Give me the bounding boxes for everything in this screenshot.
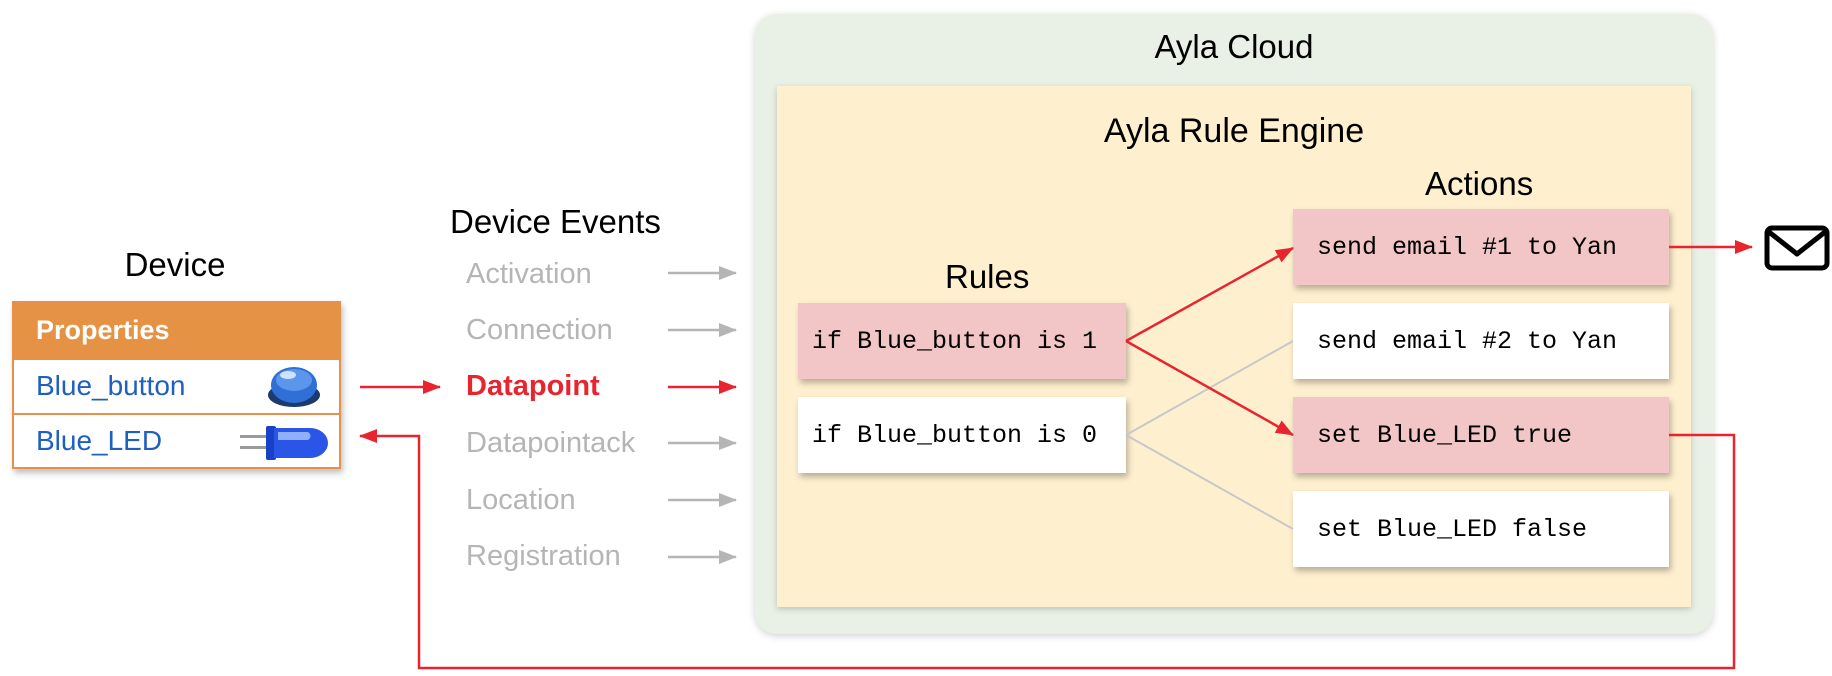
action-set-led-true[interactable]: set Blue_LED true bbox=[1293, 397, 1669, 473]
properties-header-label: Properties bbox=[36, 315, 170, 345]
property-row-blue-led[interactable]: Blue_LED bbox=[14, 413, 339, 468]
action-send-email-1[interactable]: send email #1 to Yan bbox=[1293, 209, 1669, 285]
properties-header: Properties bbox=[14, 303, 339, 358]
device-title: Device bbox=[124, 246, 226, 283]
action-send-email-2[interactable]: send email #2 to Yan bbox=[1293, 303, 1669, 379]
cloud-title: Ayla Cloud bbox=[1154, 28, 1314, 65]
properties-table: Properties Blue_button Blue_LED bbox=[12, 301, 341, 469]
event-connection: Connection bbox=[466, 314, 613, 346]
action-set-led-false[interactable]: set Blue_LED false bbox=[1293, 491, 1669, 567]
rules-title: Rules bbox=[945, 258, 1030, 295]
envelope-icon bbox=[1764, 225, 1830, 271]
blue-button-icon bbox=[268, 367, 320, 407]
actions-title: Actions bbox=[1425, 165, 1534, 202]
property-name: Blue_LED bbox=[36, 425, 163, 456]
device-events-title: Device Events bbox=[450, 203, 661, 240]
property-row-blue-button[interactable]: Blue_button bbox=[14, 358, 339, 413]
blue-led-icon bbox=[240, 426, 328, 460]
rule-engine-title: Ayla Rule Engine bbox=[1103, 112, 1365, 150]
event-registration: Registration bbox=[466, 540, 621, 572]
event-datapoint: Datapoint bbox=[466, 370, 600, 402]
event-location: Location bbox=[466, 484, 576, 516]
rule-blue-button-1[interactable]: if Blue_button is 1 bbox=[798, 303, 1126, 379]
event-activation: Activation bbox=[466, 258, 592, 290]
event-datapointack: Datapointack bbox=[466, 427, 636, 459]
rule-blue-button-0[interactable]: if Blue_button is 0 bbox=[798, 397, 1126, 473]
property-name: Blue_button bbox=[36, 370, 186, 401]
